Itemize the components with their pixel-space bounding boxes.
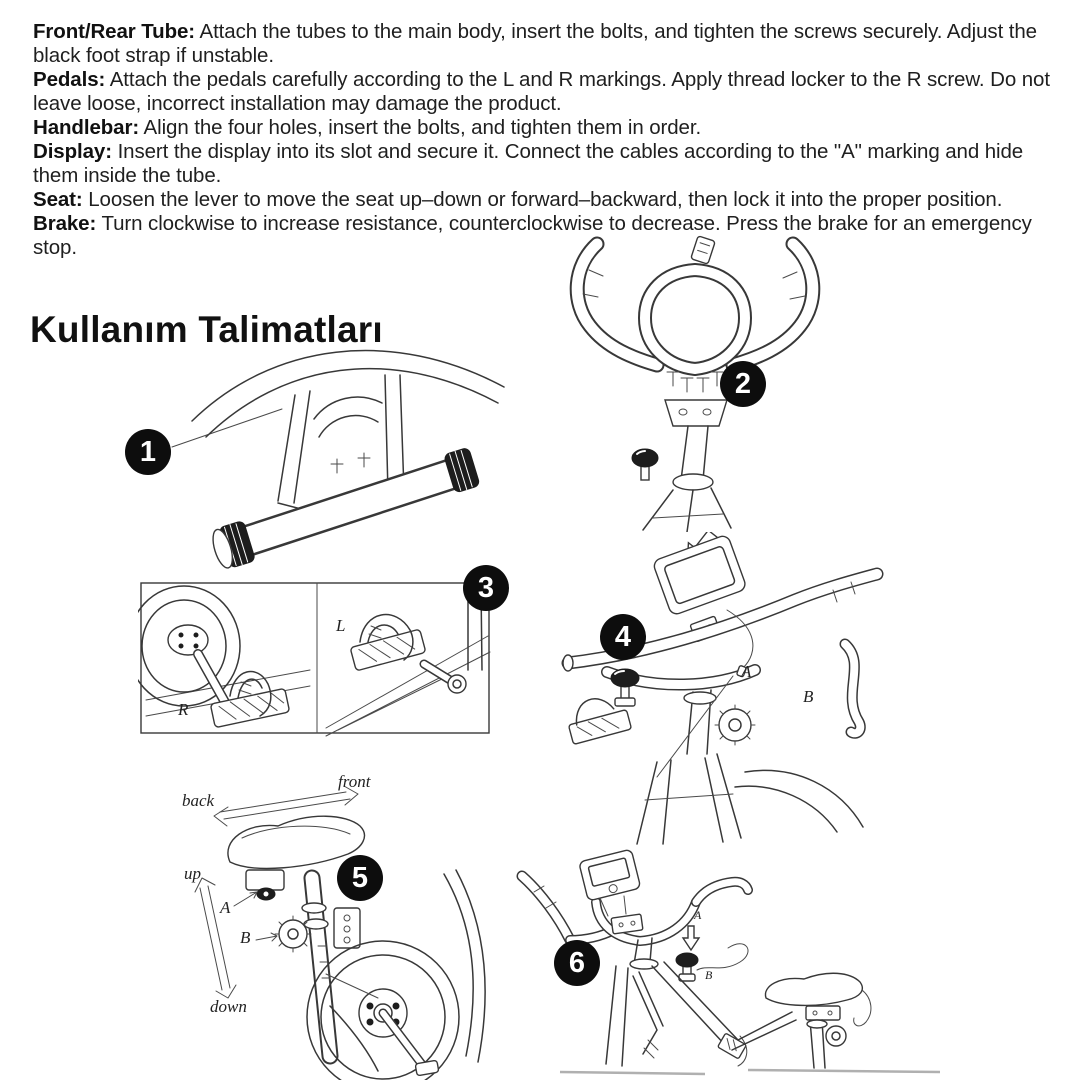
- seat-knob: [274, 915, 312, 953]
- instruction-body: Turn clockwise to increase resistance, c…: [33, 212, 1032, 259]
- right-pedal-label: R: [178, 700, 189, 719]
- knob-leader-arrow: [255, 932, 278, 942]
- bolt-icon: [357, 452, 371, 468]
- saddle: [227, 815, 366, 870]
- figure-full-bike: [500, 840, 950, 1080]
- clamp-leader-arrow: [233, 891, 258, 907]
- direction-down-label: down: [210, 997, 247, 1016]
- instruction-body: Insert the display into its slot and sec…: [33, 140, 1024, 187]
- cable-a-arrow-icon: [681, 925, 701, 952]
- pedal-with-strap: [568, 698, 632, 745]
- display-cable: [726, 609, 754, 669]
- bike-b-label: B: [705, 968, 713, 982]
- seat-slider-bracket: [333, 907, 361, 949]
- pop-pin-knob: [631, 448, 659, 481]
- seat-clamp: [245, 869, 285, 891]
- figure-seat: [162, 766, 507, 1080]
- pedals-panel-border: [140, 582, 490, 734]
- instruction-front-rear-tube: Front/Rear Tube: Attach the tubes to the…: [33, 20, 1058, 68]
- step-badge-6: 6: [554, 940, 600, 986]
- instruction-label: Front/Rear Tube:: [33, 20, 196, 43]
- badge-leader-line: [171, 408, 283, 448]
- figure-pedals: [138, 578, 494, 738]
- crank-detail: [717, 1033, 747, 1059]
- pop-pin-knob: [610, 668, 640, 707]
- display-drawing: [561, 532, 884, 845]
- tube-b-label: B: [803, 687, 814, 706]
- rear-frame-curl: [853, 989, 872, 1027]
- front-back-arrow: [213, 785, 359, 827]
- handlebar-drawing: [569, 235, 821, 532]
- direction-front-label: front: [338, 772, 371, 791]
- stem-plate: [664, 399, 728, 427]
- figure-display: [545, 532, 890, 847]
- instruction-label: Display:: [33, 140, 112, 163]
- step-badge-2: 2: [720, 361, 766, 407]
- bolt-icon: [330, 458, 344, 474]
- resistance-knob: [714, 704, 756, 746]
- floor-line: [747, 1068, 941, 1074]
- display-unit: [653, 535, 746, 615]
- instruction-text-block: Front/Rear Tube: Attach the tubes to the…: [33, 20, 1058, 260]
- direction-up-label: up: [184, 864, 201, 883]
- seat-clamp-a-label: A: [220, 898, 231, 917]
- instruction-label: Brake:: [33, 212, 97, 235]
- instruction-body: Align the four holes, insert the bolts, …: [143, 116, 702, 139]
- instruction-label: Seat:: [33, 188, 83, 211]
- tube-end-cap-left: [212, 521, 255, 569]
- seat-post-knob: [825, 1025, 847, 1047]
- bike-mount-bracket: [610, 913, 644, 935]
- bike-cable-b: [696, 943, 749, 971]
- right-pedal: [210, 688, 290, 728]
- instruction-body: Attach the pedals carefully according to…: [33, 68, 1050, 115]
- cable-leader-line: [656, 675, 734, 778]
- step-badge-4: 4: [600, 614, 646, 660]
- page-title: Kullanım Talimatları: [30, 308, 383, 350]
- instruction-seat: Seat: Loosen the lever to move the seat …: [33, 188, 1058, 212]
- bike-display-unit: [579, 849, 641, 901]
- front-clamp: [690, 235, 716, 265]
- handlebar-bolts: [666, 371, 724, 393]
- instruction-body: Attach the tubes to the main body, inser…: [33, 20, 1037, 67]
- figure-handlebar: [545, 222, 845, 532]
- direction-back-label: back: [182, 791, 215, 810]
- instruction-handlebar: Handlebar: Align the four holes, insert …: [33, 116, 1058, 140]
- step-badge-5: 5: [337, 855, 383, 901]
- bike-saddle: [764, 972, 864, 1007]
- instruction-display: Display: Insert the display into its slo…: [33, 140, 1058, 188]
- instruction-label: Pedals:: [33, 68, 106, 91]
- full-bike-drawing: [516, 849, 941, 1076]
- instruction-label: Handlebar:: [33, 116, 140, 139]
- display-cable-a-label: A: [741, 662, 752, 681]
- left-pedal: [350, 629, 426, 671]
- instruction-brake: Brake: Turn clockwise to increase resist…: [33, 212, 1058, 260]
- seat-drawing: [194, 785, 486, 1080]
- brake-knob: [675, 952, 699, 982]
- pedals-drawing: [138, 582, 491, 737]
- instruction-pedals: Pedals: Attach the pedals carefully acco…: [33, 68, 1058, 116]
- floor-line: [559, 1070, 706, 1076]
- up-down-arrow: [194, 877, 237, 999]
- bike-a-label: A: [694, 908, 702, 922]
- front-rear-tube-drawing: [171, 349, 505, 569]
- left-pedal-label: L: [336, 616, 346, 635]
- figure-front-rear-tube: [132, 325, 512, 575]
- tube-end-cap-right: [444, 448, 480, 493]
- cable-plug: [736, 665, 747, 678]
- step-badge-3: 3: [463, 565, 509, 611]
- seat-knob-b-label: B: [240, 928, 251, 947]
- instruction-body: Loosen the lever to move the seat up–dow…: [88, 188, 1003, 211]
- step-badge-1: 1: [125, 429, 171, 475]
